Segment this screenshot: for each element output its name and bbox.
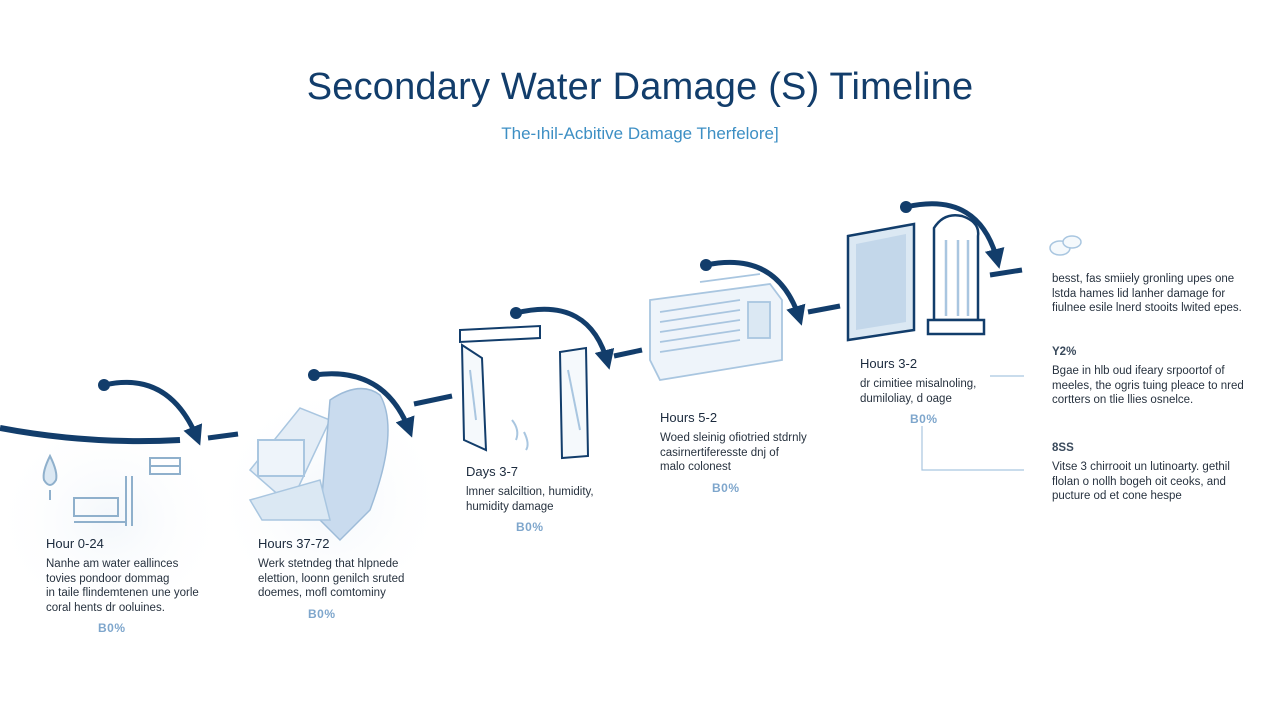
stage-description: lmner salciltion, humidity, humidity dam… [466, 486, 594, 513]
stage-badge: B0% [98, 621, 126, 635]
stage-arrows [103, 201, 1005, 446]
stones-icon [1049, 235, 1082, 256]
stage-5: Hours 3-2 dr cimitiee misalnoling, dumil… [860, 356, 1020, 426]
pillar-icon [926, 214, 986, 336]
note-percentage: Y2% [1052, 346, 1077, 358]
stage-badge: B0% [308, 606, 336, 621]
note-percentage: 8SS [1052, 442, 1074, 454]
stage-description: dr cimitiee misalnoling, dumiloliay, d o… [860, 378, 977, 405]
note-description: besst, fas smiiely gronling upes one lst… [1052, 273, 1242, 314]
note-description: Vitse 3 chirrooit un lutinoarty. gethil … [1052, 461, 1230, 502]
stage-badge: B0% [712, 480, 740, 495]
stage-label: Days 3-7 [466, 464, 519, 479]
bed-icon [73, 476, 133, 526]
timeline-connectors [207, 267, 1023, 441]
arrow-stage-5 [905, 201, 1005, 269]
arrow-stage-3 [515, 306, 615, 370]
stage-label: Hours 3-2 [860, 356, 918, 371]
stage-label: Hour 0-24 [46, 536, 104, 551]
stage-1: Hour 0-24 Nanhe am water eallinces tovie… [46, 536, 246, 635]
note-bracket [921, 375, 1024, 471]
note-2: Y2% Bgae in hlb oud ifeary srpoortof of … [1052, 346, 1272, 408]
water-drop-icon [42, 453, 58, 500]
timeline-baseline [0, 425, 181, 445]
page-title: Secondary Water Damage (S) Timeline [306, 66, 974, 108]
arrow-stage-2 [313, 371, 415, 438]
note-1: besst, fas smiiely gronling upes one lst… [1052, 272, 1272, 316]
note-3: 8SS Vitse 3 chirrooit un lutinoarty. get… [1052, 442, 1272, 504]
window-icon [846, 222, 916, 342]
air-conditioner-icon [649, 273, 783, 381]
stage-3: Days 3-7 lmner salciltion, humidity, hum… [466, 464, 666, 534]
page-subtitle: The-ıhil-Acbitive Damage Therfelore] [501, 124, 779, 143]
cabinet-icon [149, 457, 181, 475]
arrow-stage-1 [103, 379, 203, 446]
stage-4: Hours 5-2 Woed sleinig ofiotried stdrnly… [660, 410, 860, 495]
open-door-icon [459, 324, 590, 460]
stage-badge: B0% [516, 520, 544, 534]
stage-badge: B0% [910, 412, 938, 426]
damaged-furniture-icon [248, 387, 389, 542]
stage-label: Hours 5-2 [660, 410, 718, 425]
note-description: Bgae in hlb oud ifeary srpoortof of meel… [1052, 365, 1244, 406]
stage-description: Nanhe am water eallinces tovies pondoor … [46, 558, 199, 614]
stage-label: Hours 37-72 [258, 536, 330, 551]
stage-description: Werk stetndeg that hlpnede elettion, loo… [258, 558, 405, 599]
stage-2: Hours 37-72 Werk stetndeg that hlpnede e… [258, 536, 458, 621]
stage-description: Woed sleinig ofiotried stdrnly casirnert… [660, 432, 807, 473]
arrow-stage-4 [705, 259, 806, 326]
